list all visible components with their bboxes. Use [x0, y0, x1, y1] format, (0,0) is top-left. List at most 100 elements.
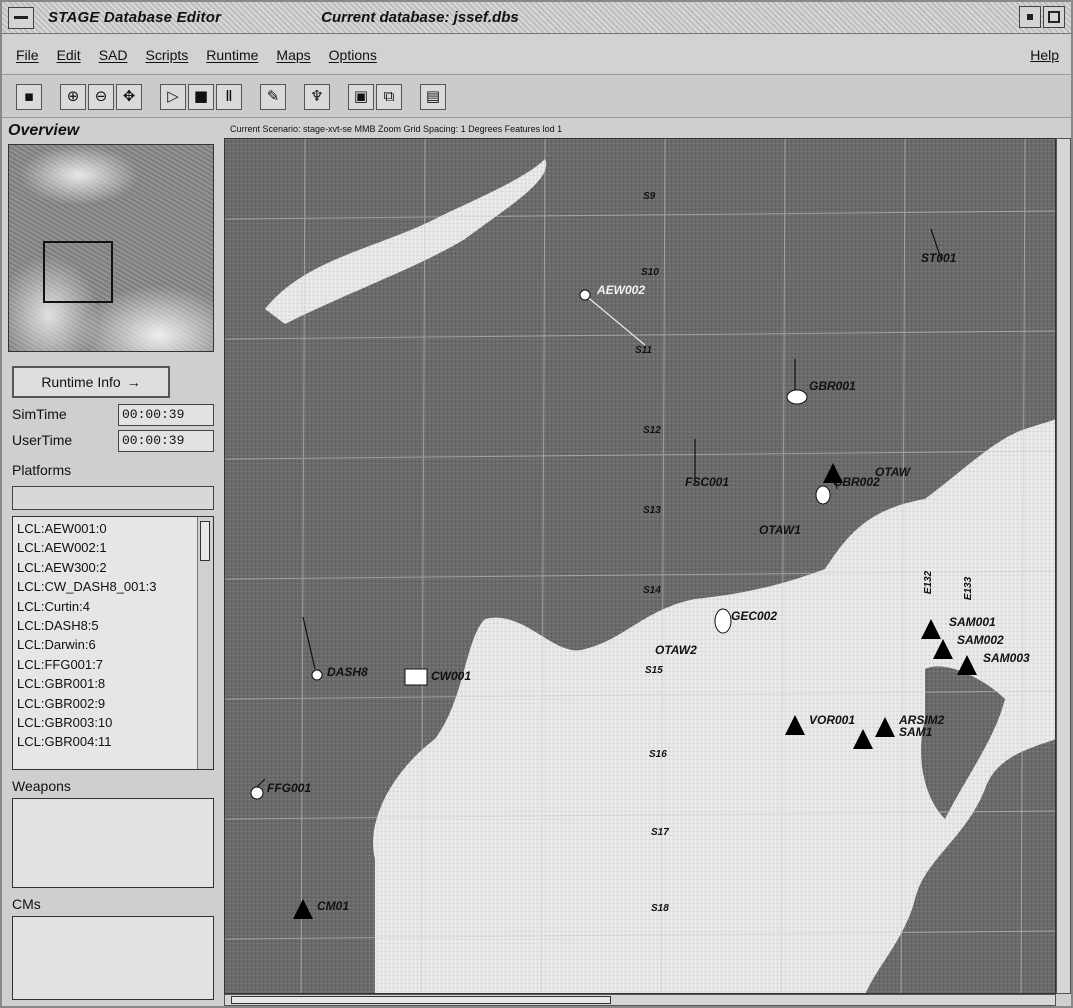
platform-label-sam1[interactable]: SAM1 — [899, 725, 933, 739]
pause-button[interactable]: Ⅱ — [216, 83, 242, 110]
platform-label-sam003[interactable]: SAM003 — [983, 651, 1030, 665]
menu-sad[interactable]: SAD — [98, 46, 128, 63]
platform-label-sam001[interactable]: SAM001 — [949, 615, 996, 629]
map-graphics — [225, 139, 1055, 993]
system-menu-button[interactable] — [8, 6, 34, 29]
scroll-thumb[interactable] — [200, 521, 210, 561]
map-vertical-scrollbar[interactable] — [1056, 138, 1071, 994]
camera-button[interactable]: ▣ — [348, 83, 374, 110]
system-menu-icon — [14, 16, 28, 19]
grid-label: E132 — [923, 570, 935, 595]
menu-file[interactable]: File — [16, 46, 39, 63]
pan-button[interactable]: ✥ — [116, 83, 142, 110]
menu-edit[interactable]: Edit — [56, 46, 81, 63]
weapons-list[interactable] — [12, 798, 214, 888]
platform-label-sam002[interactable]: SAM002 — [957, 633, 1004, 647]
pencil-icon: ✎ — [266, 87, 280, 105]
platform-label-aew002[interactable]: AEW002 — [597, 283, 646, 297]
site-marker-icon[interactable] — [785, 715, 805, 735]
platform-label-gec002[interactable]: GEC002 — [731, 609, 778, 623]
platform-symbols — [250, 289, 831, 800]
platforms-scrollbar[interactable] — [197, 517, 213, 769]
list-item[interactable]: LCL:GBR003:10 — [17, 714, 113, 730]
list-item[interactable]: LCL:DASH8:5 — [17, 617, 99, 633]
map-scroll-thumb[interactable] — [231, 996, 611, 1004]
platform-label-cw001[interactable]: CW001 — [431, 669, 472, 683]
site-marker-icon[interactable] — [957, 655, 977, 675]
menu-options[interactable]: Options — [328, 46, 377, 63]
minimize-icon — [1027, 14, 1033, 20]
list-item[interactable]: LCL:GBR002:9 — [17, 695, 106, 711]
zoom-in-button[interactable]: ⊕ — [60, 83, 86, 110]
arrow-right-icon: → — [126, 374, 141, 390]
map-horizontal-scrollbar[interactable] — [224, 994, 1056, 1006]
pointer-tool-button[interactable]: ▪ — [16, 83, 42, 110]
toolbar: ▪ ⊕ ⊖ ✥ ▷ ■ Ⅱ ✎ ♆ ▣ ⧉ ▤ — [2, 76, 1071, 118]
site-marker-icon[interactable] — [853, 729, 873, 749]
save-button[interactable]: ▤ — [420, 83, 446, 110]
weapons-label: Weapons — [12, 778, 71, 794]
list-item[interactable]: LCL:AEW001:0 — [17, 521, 107, 536]
platform-label-fsc001[interactable]: FSC001 — [685, 475, 730, 489]
menu-scripts[interactable]: Scripts — [145, 46, 189, 63]
chart-button[interactable]: ⧉ — [376, 83, 402, 110]
platform-label-otaw[interactable]: OTAW — [875, 465, 911, 479]
title-bar[interactable]: STAGE Database Editor Current database: … — [2, 2, 1071, 34]
menu-help[interactable]: Help — [1030, 47, 1059, 63]
stop-icon: ■ — [193, 87, 209, 105]
play-button[interactable]: ▷ — [160, 83, 186, 110]
edit-button[interactable]: ✎ — [260, 83, 286, 110]
cms-list[interactable] — [12, 916, 214, 1000]
overview-map[interactable] — [8, 144, 214, 352]
stop-button[interactable]: ■ — [188, 83, 214, 110]
list-item[interactable]: LCL:GBR004:11 — [17, 734, 112, 750]
maximize-button[interactable] — [1043, 6, 1065, 28]
site-marker-icon[interactable] — [293, 899, 313, 919]
zoom-in-icon: ⊕ — [66, 87, 80, 105]
list-item[interactable]: LCL:Curtin:4 — [17, 598, 90, 614]
pan-icon: ✥ — [122, 87, 136, 105]
list-item[interactable]: LCL:GBR001:8 — [17, 676, 106, 692]
probe-button[interactable]: ♆ — [304, 83, 330, 110]
list-item[interactable]: LCL:Darwin:6 — [17, 637, 96, 653]
menu-runtime[interactable]: Runtime — [206, 46, 259, 63]
platform-label-dash8[interactable]: DASH8 — [327, 665, 368, 679]
list-item[interactable]: LCL:AEW300:2 — [17, 559, 107, 575]
zoom-out-button[interactable]: ⊖ — [88, 83, 114, 110]
list-item[interactable]: LCL:FFG001:7 — [17, 656, 103, 672]
platform-label-gbr001[interactable]: GBR001 — [809, 379, 856, 393]
platform-label-gbr002[interactable]: GBR002 — [833, 475, 880, 489]
list-item[interactable]: LCL:CW_DASH8_001:3 — [17, 579, 157, 595]
list-item[interactable]: LCL:AEW002:1 — [17, 540, 107, 556]
site-marker-icon[interactable] — [933, 639, 953, 659]
platform-label-otaw1[interactable]: OTAW1 — [759, 523, 801, 537]
left-panel: Overview Runtime Info → SimTime 00:00:39… — [6, 120, 216, 1004]
platform-label-otaw2[interactable]: OTAW2 — [655, 643, 697, 657]
menu-maps[interactable]: Maps — [276, 46, 311, 63]
platform-label-radar2[interactable]: ARSIM2 — [899, 713, 945, 727]
platform-label-cm001[interactable]: CM01 — [317, 899, 350, 913]
minimize-button[interactable] — [1019, 6, 1041, 28]
scenario-status-line: Current Scenario: stage-xvt-se MMB Zoom … — [230, 124, 563, 134]
maximize-icon — [1048, 11, 1060, 23]
grid-label: S17 — [651, 827, 669, 838]
usertime-field[interactable]: 00:00:39 — [118, 430, 214, 452]
grid-label: S16 — [649, 749, 667, 760]
database-title: Current database: jssef.dbs — [321, 9, 519, 26]
site-marker-icon[interactable] — [921, 619, 941, 639]
grid-label: E133 — [963, 576, 975, 601]
runtime-info-button[interactable]: Runtime Info → — [12, 366, 170, 398]
simtime-field[interactable]: 00:00:39 — [118, 404, 214, 426]
platform-filter-input[interactable] — [12, 486, 214, 510]
app-title: STAGE Database Editor — [48, 9, 222, 26]
site-marker-icon[interactable] — [875, 717, 895, 737]
inlet — [921, 666, 1005, 819]
overview-viewport-box[interactable] — [43, 241, 113, 303]
platform-label-vor001[interactable]: VOR001 — [809, 713, 856, 727]
site-marker-icon[interactable] — [823, 463, 843, 483]
platforms-list[interactable]: LCL:AEW001:0 LCL:AEW002:1 LCL:AEW300:2 L… — [12, 516, 214, 770]
bay — [225, 868, 347, 993]
platform-label-st001[interactable]: ST001 — [921, 251, 957, 265]
map-canvas[interactable]: S9 S10 S11 S12 S13 S14 S15 S16 S17 S18 E… — [224, 138, 1056, 994]
platform-label-ffg001[interactable]: FFG001 — [267, 781, 312, 795]
